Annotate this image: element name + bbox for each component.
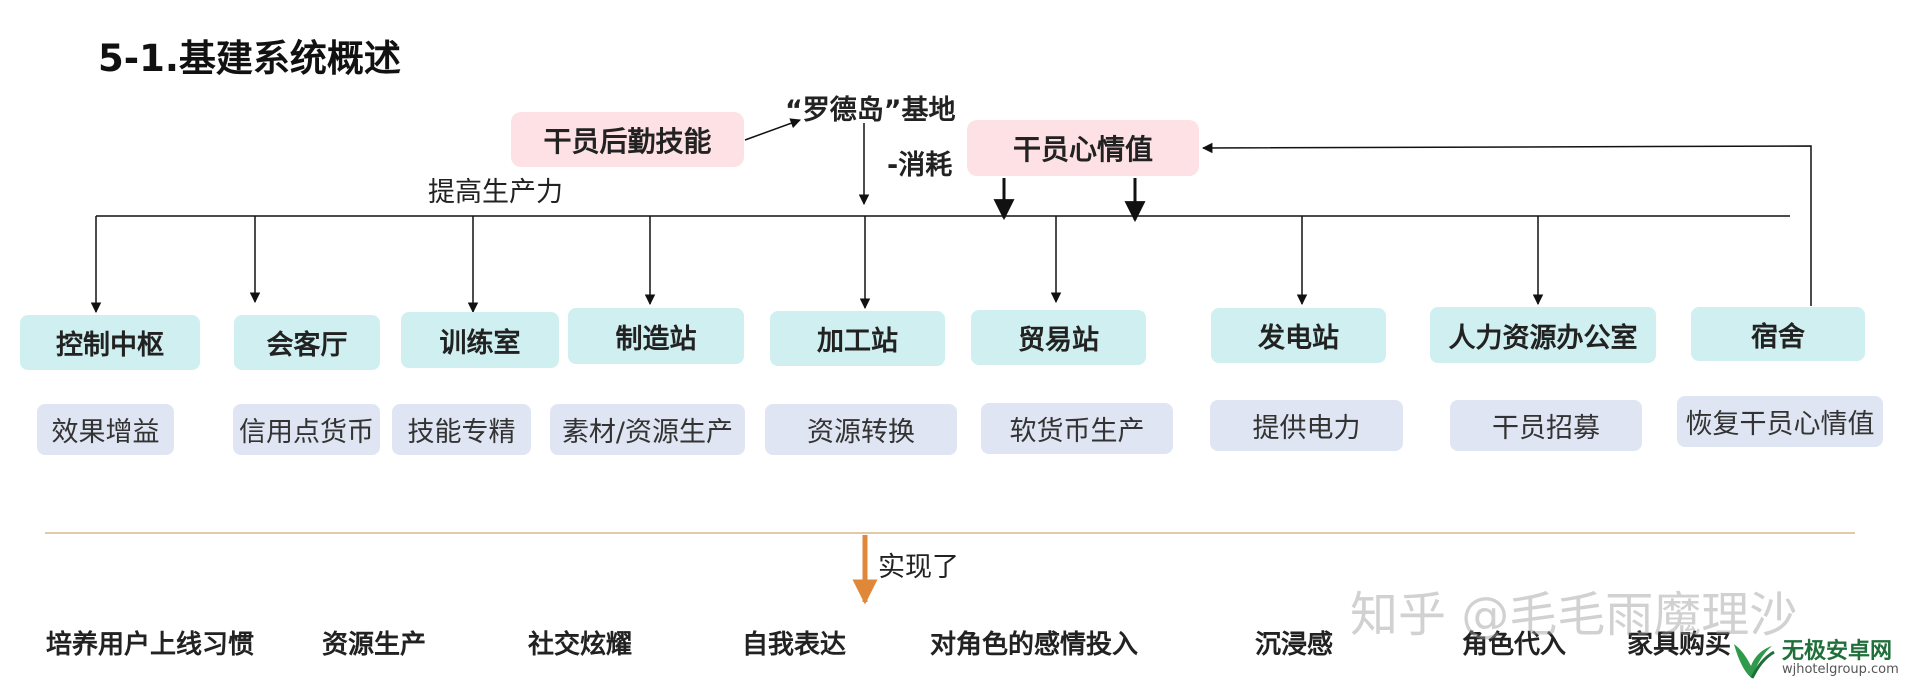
room-processing: 加工站 <box>770 311 945 366</box>
result-label: 对角色的感情投入 <box>930 630 1139 660</box>
result-label: 自我表达 <box>742 630 847 660</box>
function-label: 技能专精 <box>392 404 531 455</box>
room-hr-office: 人力资源办公室 <box>1430 307 1656 363</box>
function-label: 素材/资源生产 <box>550 404 745 455</box>
result-label: 角色代入 <box>1462 630 1567 660</box>
function-label: 提供电力 <box>1210 400 1403 451</box>
room-training: 训练室 <box>401 312 559 368</box>
leaf-logo-icon <box>1734 643 1775 679</box>
room-workshop: 制造站 <box>568 308 744 364</box>
page-title: 5-1.基建系统概述 <box>98 37 401 80</box>
room-trading: 贸易站 <box>971 310 1146 365</box>
room-reception: 会客厅 <box>234 315 380 370</box>
room-power: 发电站 <box>1211 308 1386 363</box>
room-dormitory: 宿舍 <box>1691 307 1865 361</box>
mood-box: 干员心情值 <box>967 120 1199 176</box>
site-badge[interactable]: 无极安卓网 wjhotelgroup.com <box>1730 630 1920 687</box>
function-label: 软货币生产 <box>981 403 1173 454</box>
feedback-arrow <box>1201 142 1812 306</box>
result-label: 社交炫耀 <box>528 630 633 660</box>
base-label: “罗德岛”基地 <box>785 95 956 126</box>
result-label: 培养用户上线习惯 <box>46 630 255 660</box>
skill-box: 干员后勤技能 <box>511 112 744 167</box>
consume-label: -消耗 <box>887 150 953 181</box>
watermark-text: 知乎 @毛毛雨魔理沙 <box>1350 587 1798 643</box>
result-label: 资源生产 <box>322 630 427 660</box>
badge-url: wjhotelgroup.com <box>1782 662 1899 678</box>
badge-name: 无极安卓网 <box>1782 639 1893 665</box>
result-label: 家具购买 <box>1627 630 1732 660</box>
function-label: 资源转换 <box>765 404 957 455</box>
result-label: 沉浸感 <box>1255 630 1334 660</box>
realize-label: 实现了 <box>878 552 959 583</box>
function-label: 干员招募 <box>1450 400 1642 451</box>
room-control-center: 控制中枢 <box>20 315 200 370</box>
boost-label: 提高生产力 <box>428 177 563 208</box>
function-label: 恢复干员心情值 <box>1677 396 1883 447</box>
function-label: 效果增益 <box>37 404 174 455</box>
skill-arrow <box>744 118 801 141</box>
function-label: 信用点货币 <box>233 404 380 455</box>
